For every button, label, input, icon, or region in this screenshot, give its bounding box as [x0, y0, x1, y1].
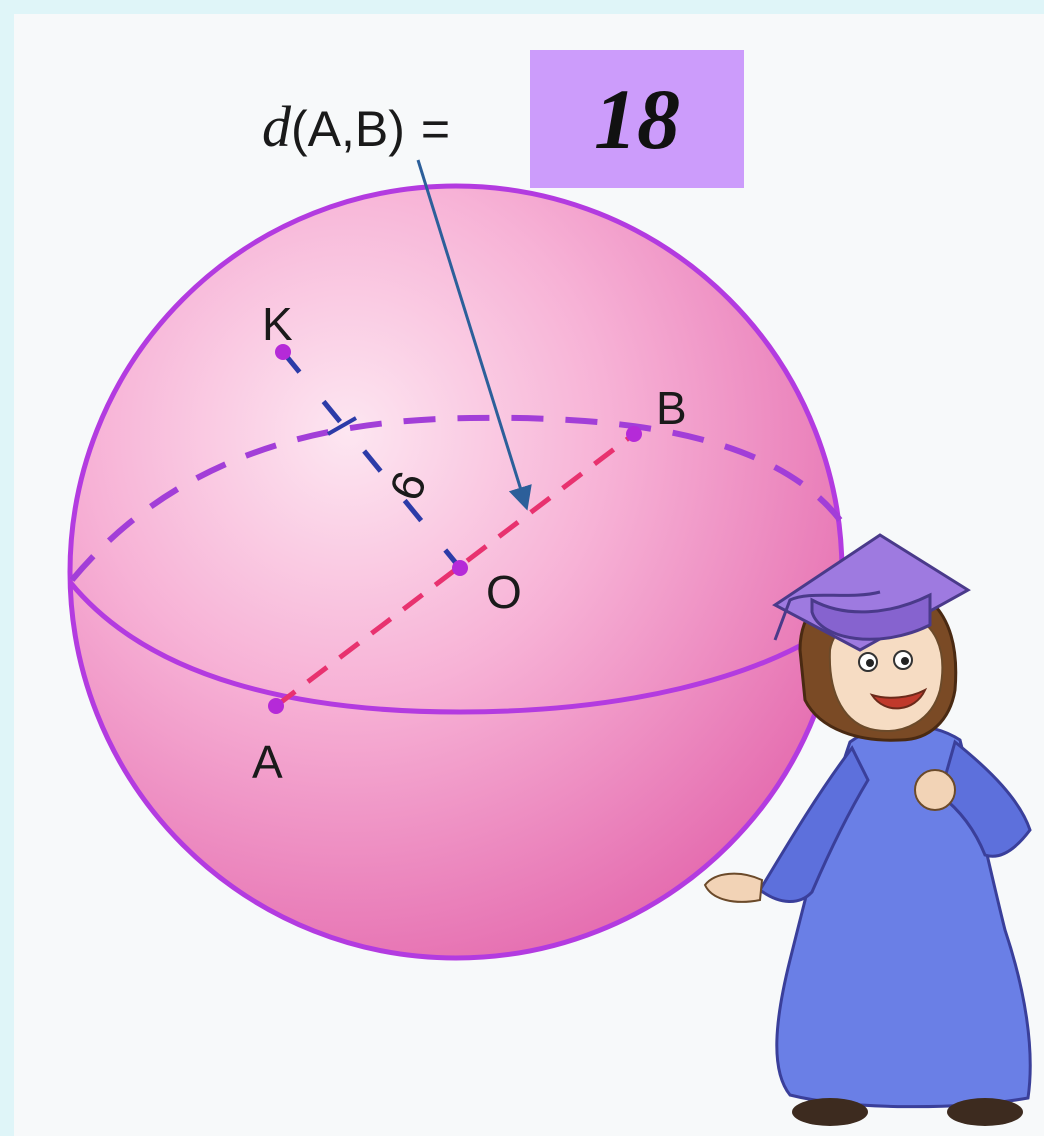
- formula-equals: =: [421, 101, 450, 157]
- point-k: [275, 344, 291, 360]
- radius-ko: [281, 350, 462, 570]
- label-o: O: [486, 566, 522, 618]
- formula-args: (A,B): [291, 101, 405, 157]
- left-shoe: [792, 1098, 868, 1126]
- equator-front: [68, 580, 844, 715]
- scholar-cartoon: [703, 533, 1032, 1126]
- right-fist: [914, 769, 956, 811]
- right-shoe: [947, 1098, 1023, 1126]
- left-sleeve: [758, 745, 870, 903]
- mouth: [869, 687, 928, 710]
- point-b: [626, 426, 642, 442]
- radius-tick: [327, 416, 357, 436]
- right-sleeve: [938, 739, 1032, 858]
- answer-box: 18: [530, 50, 744, 188]
- label-k: K: [262, 298, 293, 350]
- cap-crown: [810, 592, 932, 641]
- left-hand: [703, 872, 764, 903]
- distance-formula: d(A,B) =: [262, 94, 450, 159]
- left-pupil: [866, 659, 874, 667]
- answer-value: 18: [594, 71, 680, 167]
- equator-back: [69, 414, 843, 582]
- right-pupil: [901, 657, 909, 665]
- formula-d: d: [262, 94, 292, 159]
- point-a: [268, 698, 284, 714]
- pointer-arrow: [416, 159, 532, 511]
- label-a: A: [252, 736, 283, 788]
- diameter-ab: [274, 432, 636, 708]
- label-b: B: [656, 382, 687, 434]
- cap-tassel: [773, 590, 881, 641]
- point-o: [452, 560, 468, 576]
